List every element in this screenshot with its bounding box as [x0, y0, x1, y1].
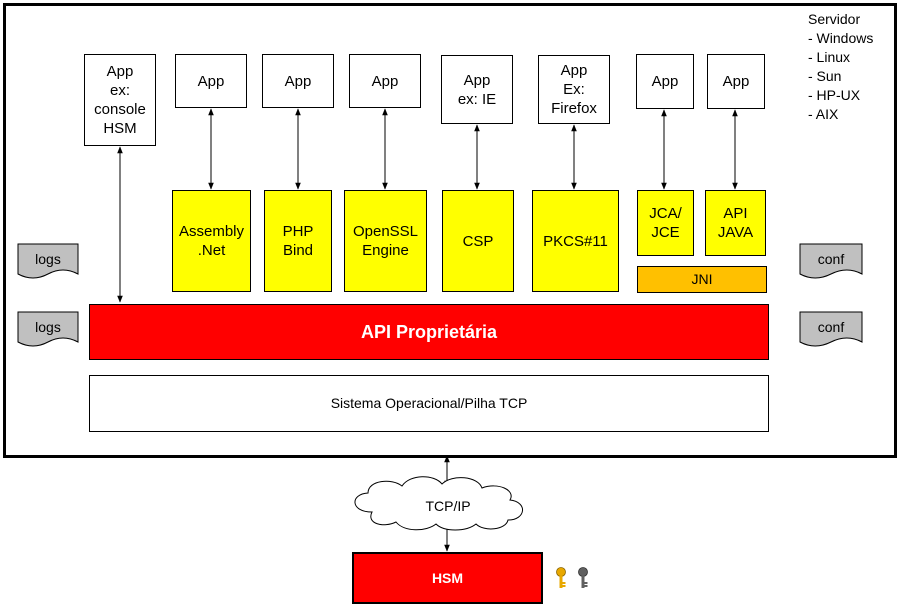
- os-sun: - Sun: [808, 68, 842, 84]
- app-php-box: App: [262, 54, 334, 108]
- component-php-bind: PHP Bind: [264, 190, 332, 292]
- hsm-box: HSM: [352, 552, 543, 604]
- api-proprietaria-bar: API Proprietária: [89, 304, 769, 360]
- component-jca-jce: JCA/ JCE: [637, 190, 694, 256]
- key-gray-icon: [578, 567, 588, 588]
- logs-top-label: logs: [35, 251, 61, 267]
- document-icon: [17, 243, 79, 279]
- app-jca-box: App: [636, 54, 694, 109]
- os-aix: - AIX: [808, 106, 839, 122]
- os-tcp-stack-bar: Sistema Operacional/Pilha TCP: [89, 375, 769, 432]
- network-label: TCP/IP: [425, 498, 471, 514]
- server-title: Servidor: [808, 11, 861, 27]
- component-assembly-net: Assembly .Net: [172, 190, 251, 292]
- os-linux: - Linux: [808, 49, 851, 65]
- app-pkcs-box: App Ex: Firefox: [538, 55, 610, 124]
- component-jni: JNI: [637, 266, 767, 293]
- conf-bottom-label: conf: [817, 319, 845, 335]
- component-csp: CSP: [442, 190, 514, 292]
- component-openssl-engine: OpenSSL Engine: [344, 190, 427, 292]
- app-java-box: App: [707, 54, 765, 109]
- app-assembly-box: App: [175, 54, 247, 108]
- document-icon: [799, 311, 863, 347]
- document-icon: [17, 311, 79, 347]
- os-windows: - Windows: [808, 30, 874, 46]
- cloud-icon: [354, 476, 523, 531]
- logs-bottom-label: logs: [35, 319, 61, 335]
- key-gold-icon: [556, 567, 566, 588]
- conf-top-label: conf: [817, 251, 845, 267]
- document-icon: [799, 243, 863, 279]
- component-pkcs11: PKCS#11: [532, 190, 619, 292]
- app-openssl-box: App: [349, 54, 421, 108]
- component-api-java: API JAVA: [705, 190, 766, 256]
- os-hpux: - HP-UX: [808, 87, 861, 103]
- app-console-box: App ex: console HSM: [84, 54, 156, 146]
- app-csp-box: App ex: IE: [441, 55, 513, 124]
- server-os-list: Servidor - Windows - Linux - Sun - HP-UX…: [808, 10, 873, 124]
